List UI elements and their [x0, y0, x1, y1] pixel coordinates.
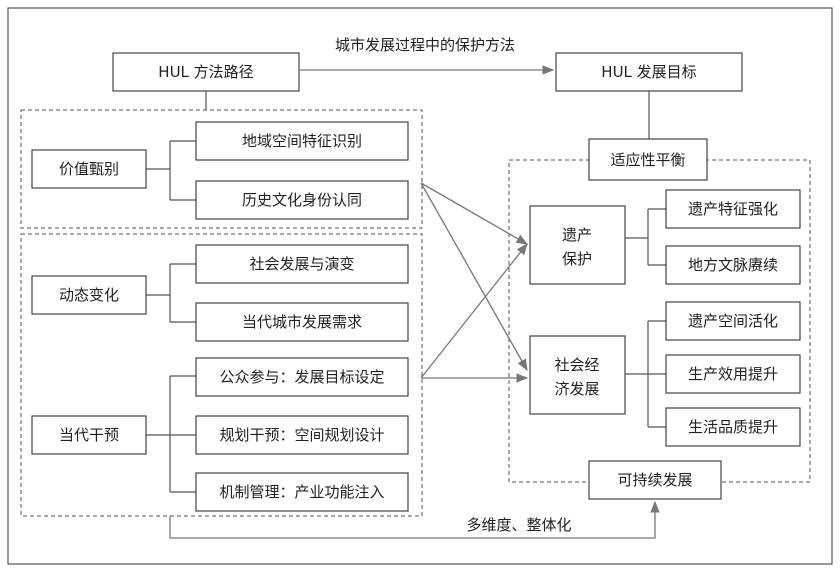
heritage-item-box	[665, 245, 801, 285]
value-item-2: 历史文化身份认同	[242, 191, 362, 209]
adaptive-balance-box	[588, 138, 708, 181]
intervention-item-2: 规划干预：空间规划设计	[219, 426, 384, 444]
intervention-item-box	[195, 415, 409, 455]
heritage-item-1: 遗产特征强化	[688, 200, 778, 218]
value-item-box	[195, 180, 409, 220]
socioeconomic-item-2: 生产效用提升	[688, 365, 778, 383]
sustainable-label: 可持续发展	[617, 471, 692, 489]
socioeconomic-item-3: 生活品质提升	[688, 418, 778, 436]
outer-frame	[7, 7, 833, 565]
intervention-item-3: 机制管理：产业功能注入	[219, 483, 384, 501]
adaptive-balance-label: 适应性平衡	[610, 151, 685, 169]
history-to-socioeconomic-arrow	[420, 182, 528, 372]
hul-method-box	[112, 52, 300, 92]
heritage-item-box	[665, 189, 801, 229]
intervention-item-1: 公众参与：发展目标设定	[219, 368, 384, 386]
method-to-goal-label: 城市发展过程中的保护方法	[335, 36, 515, 54]
value-item-box	[195, 121, 409, 161]
bottom-label: 多维度、整体化	[466, 516, 571, 534]
sustainable-box	[588, 460, 722, 500]
intervention-bracket	[146, 375, 196, 493]
dynamic-change-label: 动态变化	[59, 286, 119, 304]
hul-goal-label: HUL 发展目标	[601, 63, 696, 81]
hul-method-label: HUL 方法路径	[158, 63, 253, 81]
heritage-bracket	[625, 208, 666, 266]
intervention-item-box	[195, 472, 409, 512]
socioeconomic-item-box	[665, 354, 801, 394]
socioeconomic-label-1: 社会经	[554, 356, 599, 374]
socioeconomic-item-box	[665, 301, 801, 341]
history-to-heritage-arrow	[420, 182, 529, 245]
dynamic-item-box	[195, 302, 409, 342]
value-identification-label: 价值甄别	[59, 160, 119, 178]
public-to-heritage-arrow	[420, 243, 528, 379]
socioeconomic-item-1: 遗产空间活化	[688, 312, 778, 330]
intervention-box	[31, 415, 147, 455]
intervention-item-box	[195, 357, 409, 397]
socioeconomic-box	[529, 335, 626, 415]
intervention-group-frame	[20, 233, 423, 517]
heritage-protection-box	[529, 205, 626, 285]
heritage-item-2: 地方文脉赓续	[688, 256, 778, 274]
heritage-protection-label-1: 遗产	[562, 226, 592, 244]
heritage-protection-label-2: 保护	[562, 250, 592, 268]
hul-goal-box	[555, 52, 743, 92]
dynamic-item-2: 当代城市发展需求	[242, 313, 362, 331]
socioeconomic-bracket	[625, 320, 666, 428]
dynamic-change-box	[31, 275, 147, 315]
value-item-1: 地域空间特征识别	[242, 132, 362, 150]
dynamic-item-1: 社会发展与演变	[249, 255, 354, 273]
dynamic-bracket	[146, 263, 196, 323]
socioeconomic-label-2: 济发展	[554, 380, 599, 398]
socioeconomic-item-box	[665, 407, 801, 447]
dynamic-item-box	[195, 244, 409, 284]
bottom-feedback-arrow	[169, 500, 660, 539]
value-bracket	[146, 140, 196, 201]
intervention-label: 当代干预	[59, 426, 119, 444]
